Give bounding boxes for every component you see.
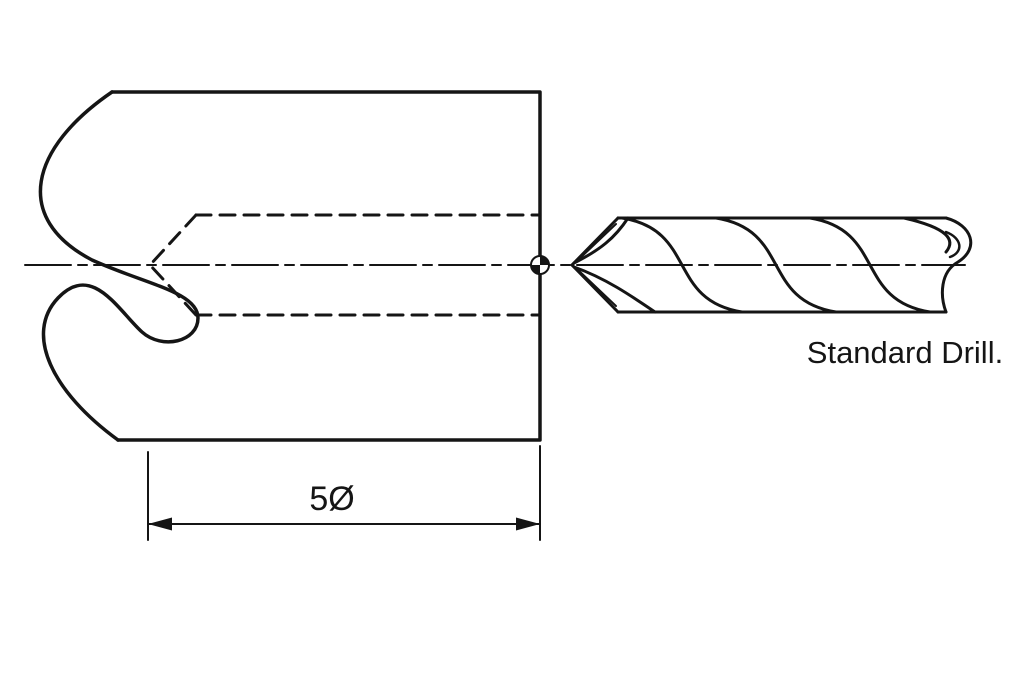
flute-spiral-3 bbox=[808, 216, 932, 314]
dimension-arrow-right bbox=[516, 517, 540, 531]
flute-tip-upper bbox=[572, 216, 630, 265]
drill-point-upper-facet bbox=[575, 223, 617, 263]
dimension-group bbox=[147, 445, 541, 541]
drill-end-break-line bbox=[940, 216, 973, 314]
hole-point-hidden-line bbox=[148, 213, 198, 317]
center-mark-icon bbox=[530, 255, 550, 275]
drill-point-lower-facet bbox=[575, 267, 617, 307]
drill-flutes bbox=[572, 216, 952, 314]
center-mark-quadrant-ne bbox=[540, 256, 549, 265]
dimension-label: 5Ø bbox=[309, 480, 354, 518]
dimension-arrow-left bbox=[148, 517, 172, 531]
flute-spiral-partial bbox=[902, 216, 952, 254]
drill-bit bbox=[570, 216, 973, 314]
flute-spiral-2 bbox=[714, 216, 838, 314]
flute-tip-lower bbox=[572, 265, 657, 314]
break-line bbox=[38, 90, 200, 442]
center-mark-quadrant-sw bbox=[531, 265, 540, 274]
drill-label: Standard Drill. bbox=[807, 335, 1003, 370]
hidden-hole-lines bbox=[148, 213, 542, 317]
flute-spiral-1 bbox=[620, 216, 744, 314]
drawing-root: 5Ø Standard Drill. bbox=[24, 90, 1003, 541]
drill-end-curl bbox=[944, 230, 961, 259]
